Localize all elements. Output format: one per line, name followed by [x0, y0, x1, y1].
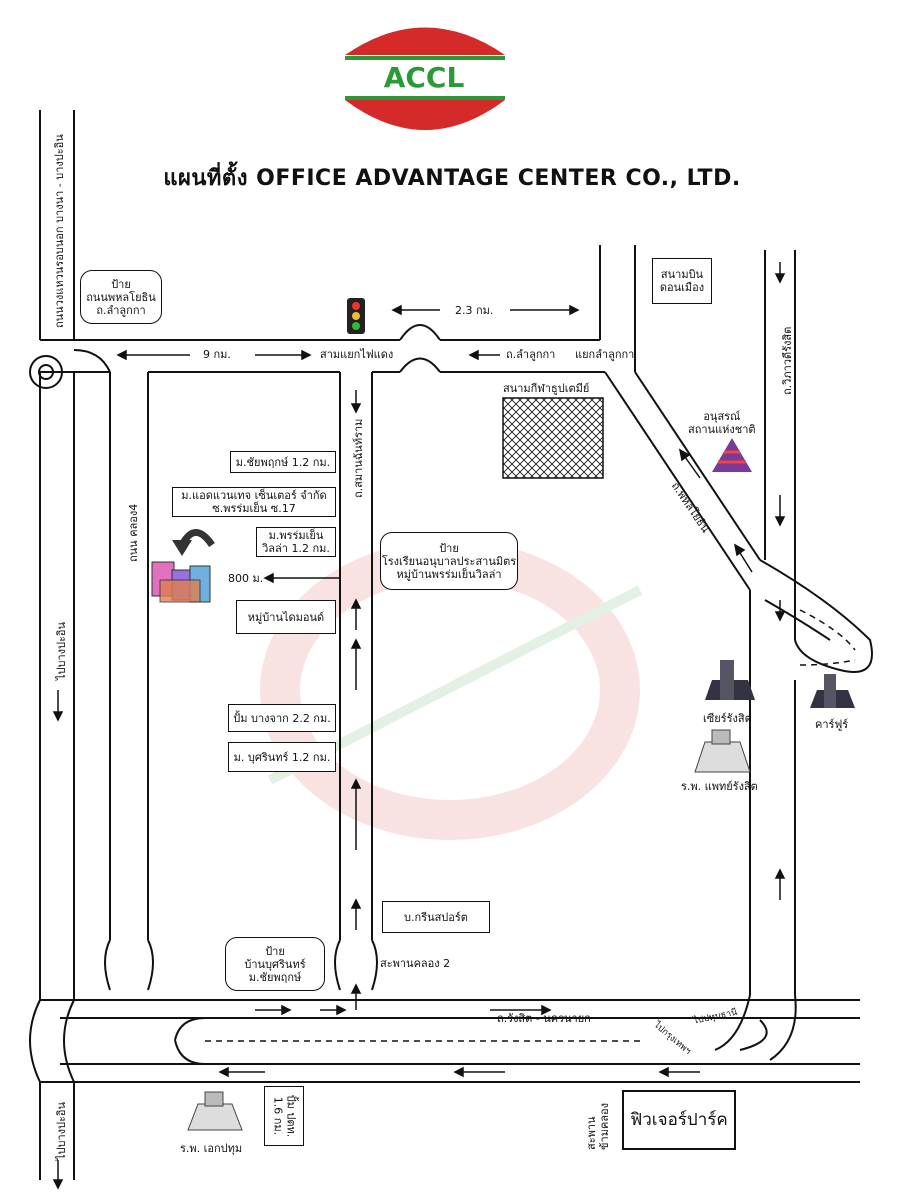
airport-line1: สนามบิน — [660, 268, 704, 281]
ptt-line1: ปั้ม ปตท. — [284, 1094, 298, 1138]
watermark-logo — [260, 540, 643, 840]
diamond-box: หมู่บ้านไดมอนด์ — [236, 600, 336, 634]
busarin-sign-box: ป้าย บ้านบุศรินทร์ ม.ชัยพฤกษ์ — [225, 937, 325, 991]
school-sign-box: ป้าย โรงเรียนอนุบาลประสานมิตร หมู่บ้านพร… — [380, 532, 518, 590]
dist-23km: 2.3 กม. — [455, 304, 494, 317]
stadium-block — [502, 397, 604, 479]
chaiyaphruek-box: ม.ชัยพฤกษ์ 1.2 กม. — [230, 451, 336, 473]
ptt-box: ปั้ม ปตท. 1.6 กม. — [264, 1086, 304, 1146]
hospital-ekpathum-icon — [187, 1091, 243, 1131]
hospital-rangsit-label: ร.พ. แพทย์รังสิต — [681, 780, 758, 793]
busarin-box: ม. บุศรินทร์ 1.2 กม. — [228, 742, 336, 772]
future-park-text: ฟิวเจอร์ปาร์ค — [630, 1110, 728, 1130]
ptt-text: ปั้ม ปตท. 1.6 กม. — [271, 1095, 297, 1138]
sign-phahon-line1: ป้าย — [111, 277, 131, 291]
sam-yaek-label: สามแยกไฟแดง — [320, 348, 394, 361]
to-bangpain-label-2: ไปบางปะอิน — [55, 1101, 68, 1160]
busarin-sign-line2: บ้านบุศรินทร์ — [244, 957, 306, 971]
airport-line2: ดอนเมือง — [659, 281, 705, 294]
khlong4-road-label: ถนน คลอง4 — [127, 503, 140, 562]
future-park-box: ฟิวเจอร์ปาร์ค — [622, 1090, 736, 1150]
carrefour-icon — [810, 674, 855, 708]
traffic-light-icon — [347, 298, 365, 334]
monument-line2: สถานแห่งชาติ — [688, 423, 756, 436]
bridge-chan-line1: สะพาน — [585, 1116, 598, 1150]
vibhavadi-road-label: ถ.วิภาวดีรังสิต — [781, 326, 794, 395]
rangsit-road-label: ถ.รังสิต - นครนายก — [497, 1012, 591, 1025]
airport-box: สนามบิน ดอนเมือง — [652, 258, 712, 304]
office-address-box: ม.แอดแวนเทจ เซ็นเตอร์ จำกัด ซ.พรร่มเย็น … — [172, 487, 336, 517]
school-line2: โรงเรียนอนุบาลประสานมิตร — [381, 554, 517, 568]
ptt-line2: 1.6 กม. — [271, 1096, 285, 1136]
map-title: แผนที่ตั้ง OFFICE ADVANTAGE CENTER CO., … — [163, 166, 741, 191]
promyen-box: ม.พรร่มเย็น วิลล่า 1.2 กม. — [256, 527, 336, 557]
dist-9km: 9 กม. — [203, 348, 231, 361]
lamlukka-road-label: ถ.ลำลูกกา — [506, 348, 556, 361]
bridge-chan-line2: ข้ามคลอง — [598, 1102, 611, 1150]
monument-line1: อนุสรณ์ — [703, 410, 741, 423]
accl-logo — [345, 27, 505, 130]
hospital-ekpathum-label: ร.พ. เอกปทุม — [180, 1142, 243, 1155]
office-line1: ม.แอดแวนเทจ เซ็นเตอร์ จำกัด — [181, 489, 327, 502]
bridge-chan-label: สะพาน ข้ามคลอง — [585, 1103, 611, 1150]
busarin-sign-line3: ม.ชัยพฤกษ์ — [248, 970, 302, 984]
school-line3: หมู่บ้านพรร่มเย็นวิลล่า — [396, 567, 502, 581]
bangchak-text: ปั้ม บางจาก 2.2 กม. — [233, 711, 331, 725]
logo-text: ACCL — [383, 61, 465, 94]
busarin-text: ม. บุศรินทร์ 1.2 กม. — [233, 750, 331, 764]
sign-phahon-line2: ถนนพหลโยธิน — [86, 290, 156, 304]
yaek-lamlukka-label: แยกลำลูกกา — [575, 348, 635, 361]
future-park-rangsit-icon — [705, 660, 755, 700]
to-bangpain-label-1: ไปบางปะอิน — [55, 621, 68, 680]
hospital-rangsit-icon — [694, 729, 751, 773]
green-sport-box: บ.กรีนสปอร์ต — [382, 901, 490, 933]
monument-label: อนุสรณ์ สถานแห่งชาติ — [688, 410, 756, 436]
stadium-label: สนามกีฬาธูปเตมีย์ — [503, 382, 590, 395]
u-turn-arrow-icon — [172, 529, 215, 556]
monument-icon — [712, 438, 752, 472]
school-line1: ป้าย — [439, 541, 459, 555]
office-line2: ซ.พรร่มเย็น ซ.17 — [212, 502, 296, 515]
green-sport-text: บ.กรีนสปอร์ต — [404, 910, 468, 924]
diamond-text: หมู่บ้านไดมอนด์ — [247, 610, 325, 624]
dist-800m: 800 ม. — [228, 572, 264, 585]
carrefour-label: คาร์ฟูร์ — [815, 718, 849, 731]
promyen-line2: วิลล่า 1.2 กม. — [262, 542, 330, 555]
office-building-icon — [151, 561, 211, 603]
future-park-rangsit-label: เซียร์รังสิต — [703, 712, 752, 725]
chaiyaphruek-text: ม.ชัยพฤกษ์ 1.2 กม. — [235, 455, 331, 469]
sign-phahon-line3: ถ.ลำลูกกา — [96, 303, 146, 317]
samakkhi-road-label: ถ.สมานฉันท์ราม — [352, 418, 365, 498]
promyen-line1: ม.พรร่มเย็น — [268, 529, 324, 542]
bridge-khlong2-label: สะพานคลอง 2 — [380, 957, 451, 970]
sign-phahon-box: ป้าย ถนนพหลโยธิน ถ.ลำลูกกา — [80, 270, 162, 324]
kanchanaphisek-road-label: ถนนวงแหวนรอบนอก บางนา - บางปะอิน — [53, 134, 66, 328]
bangchak-box: ปั้ม บางจาก 2.2 กม. — [228, 704, 336, 732]
busarin-sign-line1: ป้าย — [265, 944, 285, 958]
